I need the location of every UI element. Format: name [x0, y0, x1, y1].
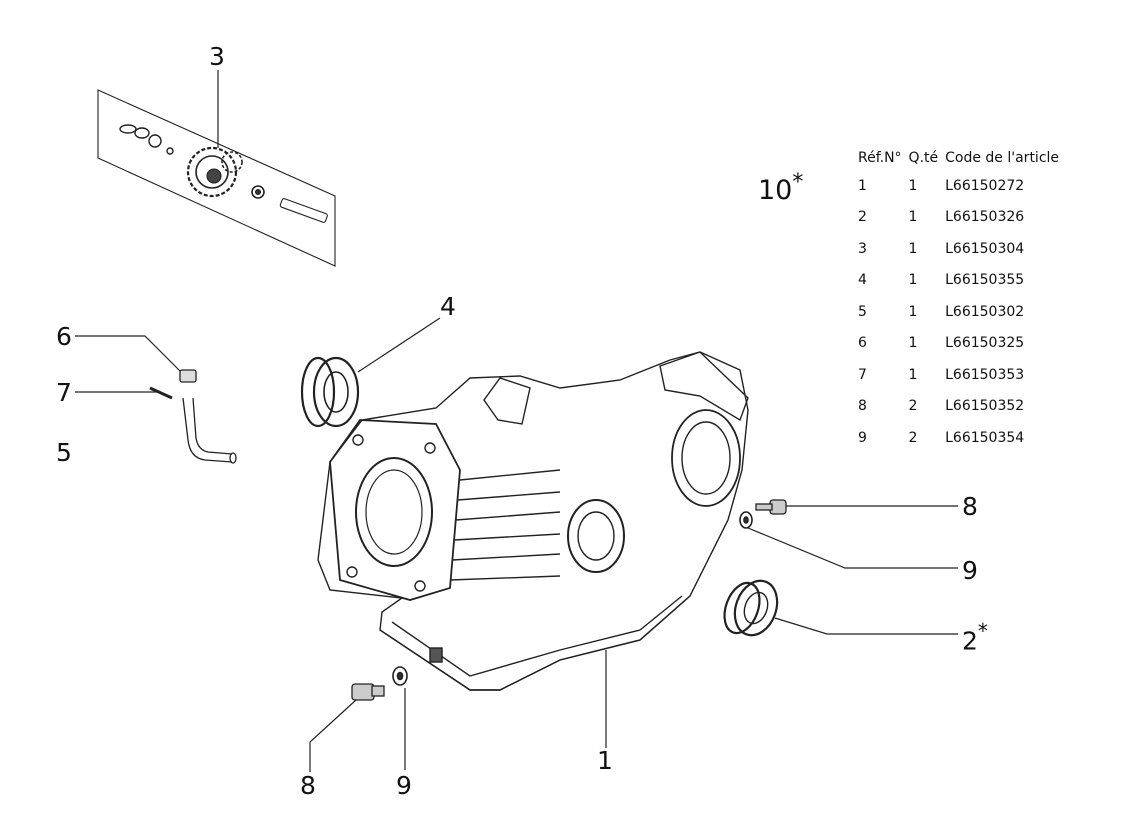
leader-6: [75, 335, 187, 378]
callout-2-number: 2: [962, 626, 978, 656]
table-row: 9 2 L66150354: [858, 422, 1066, 454]
table-row: 5 1 L66150302: [858, 296, 1066, 328]
pipe-plug-6: [179, 369, 197, 383]
callout-8-left: 8: [300, 771, 316, 800]
cell-code: L66150272: [945, 177, 1025, 194]
table-row: 7 1 L66150353: [858, 359, 1066, 391]
cell-ref: 5: [858, 303, 867, 320]
drain-bolt-8-right: [755, 499, 787, 515]
cell-ref: 1: [858, 177, 867, 194]
leader-2: [774, 617, 958, 635]
callout-8-right: 8: [962, 492, 978, 521]
o-ring-7: [149, 386, 173, 400]
cell-qty: 2: [908, 429, 918, 446]
cell-ref: 2: [858, 209, 867, 226]
leader-8-left: [309, 699, 357, 772]
table-row: 6 1 L66150325: [858, 328, 1066, 360]
callout-10-number: 10: [758, 175, 793, 206]
cell-ref: 6: [858, 335, 867, 352]
drain-bolt-8-left: [351, 683, 385, 701]
callout-2-star: *: [977, 619, 988, 643]
cell-qty: 1: [908, 335, 918, 352]
cell-code: L66150352: [945, 398, 1025, 415]
oil-seal-4: [300, 356, 360, 428]
callout-2: 2*: [962, 621, 988, 656]
cell-code: L66150355: [945, 272, 1025, 289]
cell-qty: 1: [908, 209, 918, 226]
column-header-qty: Q.té: [908, 150, 939, 166]
crankcase-1: [317, 351, 749, 691]
cell-code: L66150325: [945, 335, 1025, 352]
table-row: 3 1 L66150304: [858, 233, 1066, 265]
oil-pump-panel: [97, 89, 336, 267]
cell-code: L66150326: [945, 209, 1025, 226]
callout-3: 3: [209, 42, 225, 71]
column-header-ref: Réf.N°: [858, 150, 902, 166]
cell-code: L66150304: [945, 240, 1025, 257]
callout-5: 5: [56, 438, 72, 467]
oil-seal-2: [723, 579, 779, 637]
cell-ref: 4: [858, 272, 867, 289]
washer-9-left: [392, 666, 408, 686]
table-row: 1 1 L66150272: [858, 170, 1066, 202]
column-header-code: Code de l'article: [945, 150, 1060, 166]
callout-10: 10*: [758, 170, 803, 206]
gear-part-3: [186, 146, 243, 198]
cell-code: L66150302: [945, 303, 1025, 320]
callout-1: 1: [597, 746, 613, 775]
cell-ref: 3: [858, 240, 867, 257]
cell-qty: 2: [908, 398, 918, 415]
parts-table: Réf.N° Q.té Code de l'article 1 1 L6615027…: [858, 146, 1066, 454]
callout-10-star: *: [792, 170, 804, 195]
drain-pipe-5: [149, 369, 237, 464]
table-header-row: Réf.N° Q.té Code de l'article: [858, 146, 1066, 170]
washer-9-right: [739, 511, 753, 529]
callout-7: 7: [56, 378, 72, 407]
cell-qty: 1: [908, 366, 918, 383]
table-row: 2 1 L66150326: [858, 202, 1066, 234]
cell-ref: 8: [858, 398, 867, 415]
cell-qty: 1: [908, 177, 918, 194]
callout-9-right: 9: [962, 556, 978, 585]
leader-4: [357, 317, 441, 373]
cell-ref: 9: [858, 429, 867, 446]
cell-qty: 1: [908, 303, 918, 320]
table-row: 4 1 L66150355: [858, 265, 1066, 297]
cell-qty: 1: [908, 272, 918, 289]
cell-code: L66150353: [945, 366, 1025, 383]
cell-ref: 7: [858, 366, 867, 383]
cell-code: L66150354: [945, 429, 1025, 446]
callout-6: 6: [56, 322, 72, 351]
cell-qty: 1: [908, 240, 918, 257]
callout-9-left: 9: [396, 771, 412, 800]
table-row: 8 2 L66150352: [858, 391, 1066, 423]
leader-9-right: [747, 527, 958, 569]
callout-4: 4: [440, 292, 456, 321]
